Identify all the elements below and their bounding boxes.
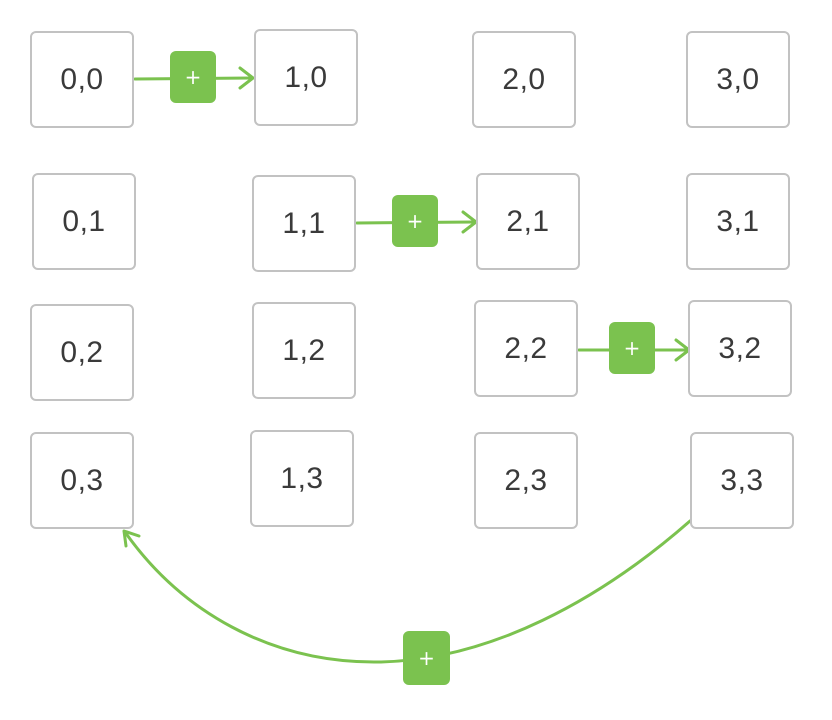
node-label: 3,3 [720, 463, 764, 497]
op-label: + [418, 646, 435, 670]
op-label: + [406, 209, 424, 233]
op-label: + [184, 65, 202, 89]
grid-node: 3,3 [690, 432, 794, 529]
grid-node: 3,0 [686, 31, 790, 128]
grid-node: 1,3 [250, 430, 354, 527]
node-label: 3,1 [716, 204, 760, 238]
plus-icon: + [170, 51, 216, 103]
grid-node: 1,2 [252, 302, 356, 399]
grid-node: 2,1 [476, 173, 580, 270]
node-label: 1,3 [280, 461, 324, 495]
node-label: 2,0 [502, 62, 546, 96]
node-label: 1,0 [284, 60, 328, 94]
grid-node: 0,0 [30, 31, 134, 128]
node-label: 3,0 [716, 62, 760, 96]
grid-node: 1,0 [254, 29, 358, 126]
plus-icon: + [609, 322, 655, 374]
edge-arrow [122, 519, 692, 664]
node-label: 3,2 [718, 331, 762, 365]
node-label: 2,1 [506, 204, 550, 238]
grid-node: 3,1 [686, 173, 790, 270]
grid-node: 0,3 [30, 432, 134, 529]
grid-node: 1,1 [252, 175, 356, 272]
node-label: 0,0 [60, 62, 104, 96]
node-label: 2,2 [504, 331, 548, 365]
node-label: 2,3 [504, 463, 548, 497]
grid-node: 2,0 [472, 31, 576, 128]
grid-node: 0,1 [32, 173, 136, 270]
plus-icon: + [403, 631, 450, 685]
node-label: 1,2 [282, 333, 326, 367]
node-label: 1,1 [282, 206, 326, 240]
node-label: 0,1 [62, 204, 106, 238]
node-label: 0,2 [60, 335, 104, 369]
node-label: 0,3 [60, 463, 104, 497]
grid-node: 2,3 [474, 432, 578, 529]
grid-node: 0,2 [30, 304, 134, 401]
grid-node: 2,2 [474, 300, 578, 397]
grid-node: 3,2 [688, 300, 792, 397]
op-label: + [623, 336, 641, 360]
plus-icon: + [392, 195, 438, 247]
